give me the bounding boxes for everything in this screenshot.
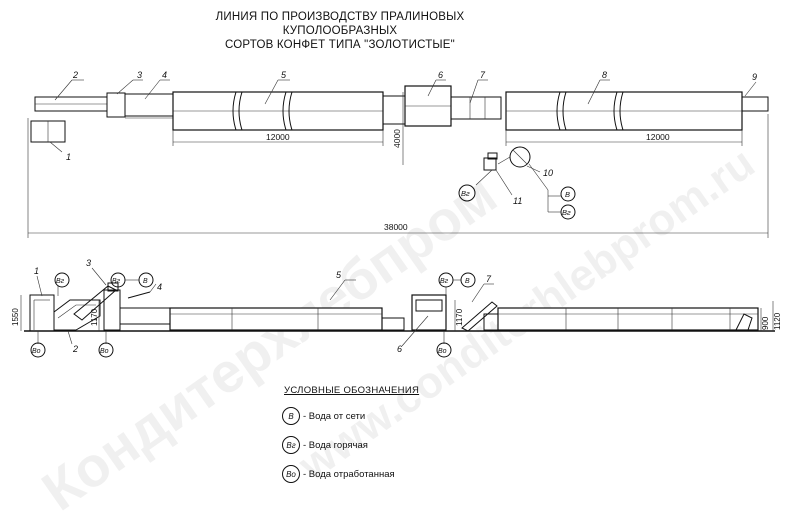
svg-text:Во: Во: [438, 348, 447, 355]
waste-water-symbol: Во: [282, 465, 300, 483]
elev-pos-2: 2: [72, 344, 78, 354]
plan-conn-mains: [560, 186, 576, 202]
svg-text:В: В: [465, 278, 470, 285]
svg-text:Во: Во: [32, 348, 41, 355]
elevation-view: 1 2 3 4 5 6 7 1550 1170 1170 900 1120 Вг…: [11, 258, 782, 358]
elev-unit-2: [53, 299, 101, 331]
dim-segment-5: 12000: [266, 132, 290, 142]
drawing-title-line2: СОРТОВ КОНФЕТ ТИПА "ЗОЛОТИСТЫЕ": [225, 39, 455, 51]
plan-pos-4: 4: [162, 70, 167, 80]
dim-total-length: 38000: [384, 222, 408, 232]
legend-item-label: - Вода отработанная: [303, 468, 395, 480]
dim-height-1: 1550: [11, 308, 20, 326]
legend: УСЛОВНЫЕ ОБОЗНАЧЕНИЯ В - Вода от сети Вг…: [282, 385, 419, 483]
plan-pos-2: 2: [72, 70, 78, 80]
svg-text:Вг: Вг: [461, 189, 470, 198]
elev-pos-4: 4: [157, 282, 162, 292]
plan-pos-6: 6: [438, 70, 443, 80]
elev-conn-bottom-6: [436, 342, 452, 358]
elev-conn-top-1: [54, 272, 70, 288]
plan-conn-hot: [458, 184, 476, 202]
plan-pos-1: 1: [66, 152, 71, 162]
plan-pos-9: 9: [752, 72, 757, 82]
plan-pos-11: 11: [513, 196, 522, 206]
dim-segment-8: 12000: [646, 132, 670, 142]
elev-unit-4: [119, 307, 171, 325]
plan-unit-7: [450, 96, 502, 120]
legend-item-waste-water: Во - Вода отработанная: [282, 465, 419, 483]
svg-text:Вг: Вг: [56, 278, 65, 285]
legend-item-hot-water: Вг - Вода горячая: [282, 436, 419, 454]
elev-pos-3: 3: [86, 258, 91, 268]
legend-item-label: - Вода горячая: [303, 439, 368, 451]
legend-heading: УСЛОВНЫЕ ОБОЗНАЧЕНИЯ: [284, 385, 420, 396]
dim-height-9b: 1120: [773, 312, 782, 330]
elev-conn-bottom-1: [30, 342, 46, 358]
elev-pos-7: 7: [486, 274, 492, 284]
dim-height-3: 1170: [90, 308, 99, 326]
plan-pos-5: 5: [281, 70, 287, 80]
elev-unit-6: [411, 294, 447, 331]
plan-pos-8: 8: [602, 70, 607, 80]
elev-pos-6: 6: [397, 344, 402, 354]
dim-height-6: 1170: [455, 308, 464, 326]
plan-unit-3: [106, 92, 126, 118]
svg-text:В: В: [565, 190, 570, 199]
hot-water-symbol: Вг: [282, 436, 300, 454]
drawing-title-line1: ЛИНИЯ ПО ПРОИЗВОДСТВУ ПРАЛИНОВЫХ КУПОЛОО…: [215, 11, 465, 37]
dim-height-9a: 900: [761, 316, 770, 330]
plan-pos-7: 7: [480, 70, 486, 80]
svg-text:В: В: [143, 278, 148, 285]
elev-unit-7: [461, 301, 498, 332]
plan-view: 2 1 3 4 5 6 7 8 9 12000 12000 4000 38000…: [27, 70, 769, 238]
svg-text:Вг: Вг: [440, 278, 449, 285]
svg-text:Вг: Вг: [112, 278, 121, 285]
technical-drawing: 2 1 3 4 5 6 7 8 9 12000 12000 4000 38000…: [11, 70, 782, 358]
elev-pos-1: 1: [34, 266, 39, 276]
elev-unit-5: [169, 307, 383, 331]
plan-unit-11: [483, 157, 497, 171]
mains-water-symbol: В: [282, 407, 300, 425]
plan-pos-3: 3: [137, 70, 142, 80]
elev-pos-5: 5: [336, 270, 342, 280]
drawing-title: ЛИНИЯ ПО ПРОИЗВОДСТВУ ПРАЛИНОВЫХ КУПОЛОО…: [160, 10, 520, 52]
elev-unit-8: [497, 307, 759, 331]
svg-text:Во: Во: [100, 348, 109, 355]
elev-unit-1: [29, 294, 55, 332]
plan-unit-4: [124, 93, 174, 117]
legend-item-mains-water: В - Вода от сети: [282, 407, 419, 425]
dim-width: 4000: [392, 129, 402, 148]
elev-conn-bottom-3: [98, 342, 114, 358]
plan-pos-10: 10: [543, 168, 553, 178]
svg-text:Вг: Вг: [562, 208, 571, 217]
plan-unit-9: [741, 96, 769, 112]
legend-item-label: - Вода от сети: [303, 410, 366, 422]
